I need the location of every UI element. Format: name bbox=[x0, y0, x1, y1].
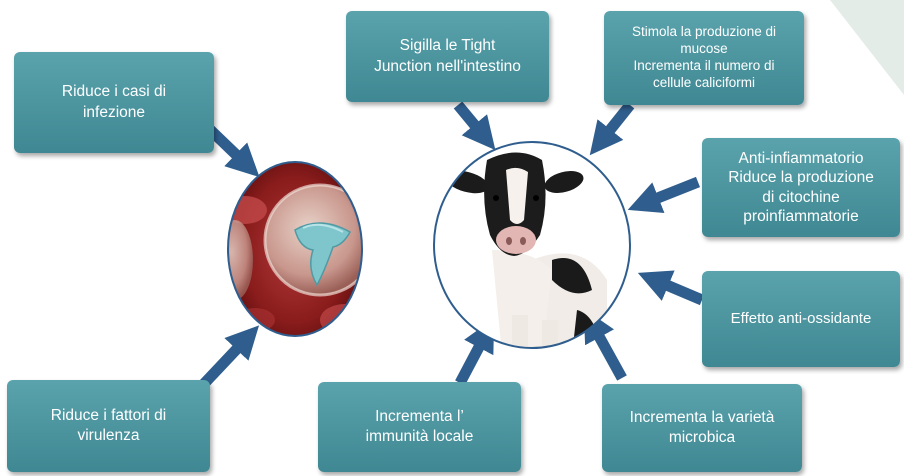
box-line: di citochine bbox=[762, 188, 840, 206]
box-line: Sigilla le Tight bbox=[399, 37, 496, 55]
box-line: virulenza bbox=[77, 427, 140, 444]
box-varieta: Incrementa la varietà microbica bbox=[602, 384, 802, 472]
box-line: immunità locale bbox=[365, 428, 474, 445]
arrow-virulenza bbox=[195, 325, 260, 392]
box-line: Anti-infiammatorio bbox=[738, 149, 864, 167]
box-line: infezione bbox=[82, 103, 146, 121]
box-line: Riduce i fattori di bbox=[50, 406, 167, 424]
arrow-immunita bbox=[455, 318, 495, 386]
box-line: proinfiammatorie bbox=[743, 207, 859, 225]
box-line: Stimola la produzione di bbox=[631, 24, 777, 40]
box-anti-ossidante: Effetto anti-ossidante bbox=[702, 271, 900, 367]
box-line: Effetto anti-ossidante bbox=[730, 310, 872, 328]
box-line: microbica bbox=[668, 429, 736, 446]
arrow-stimola bbox=[589, 101, 635, 156]
box-riduce-casi: Riduce i casi di infezione bbox=[14, 52, 214, 153]
cow-image bbox=[433, 141, 631, 349]
box-line: Incrementa la varietà bbox=[629, 408, 775, 426]
box-stimola: Stimola la produzione di mucose Incremen… bbox=[604, 11, 804, 105]
box-line: Riduce i casi di bbox=[61, 83, 167, 101]
box-line: Incrementa l’ bbox=[375, 407, 464, 425]
pathogen-image bbox=[227, 161, 363, 337]
arrow-anti-infiammatorio bbox=[627, 176, 701, 214]
box-sigilla: Sigilla le Tight Junction nell'intestino bbox=[346, 11, 549, 102]
box-immunita: Incrementa l’ immunità locale bbox=[318, 382, 521, 472]
box-line: Riduce la produzione bbox=[728, 169, 874, 187]
box-line: cellule caliciformi bbox=[652, 74, 756, 90]
arrow-anti-ossidante bbox=[637, 270, 705, 306]
box-line: Junction nell'intestino bbox=[374, 57, 521, 75]
box-line: mucose bbox=[680, 41, 728, 57]
arrow-varieta bbox=[583, 308, 627, 381]
arrow-sigilla bbox=[453, 101, 496, 151]
box-virulenza: Riduce i fattori di virulenza bbox=[7, 380, 210, 472]
box-anti-infiammatorio: Anti-infiammatorio Riduce la produzione … bbox=[702, 138, 900, 237]
box-line: Incrementa il numero di bbox=[633, 58, 775, 73]
